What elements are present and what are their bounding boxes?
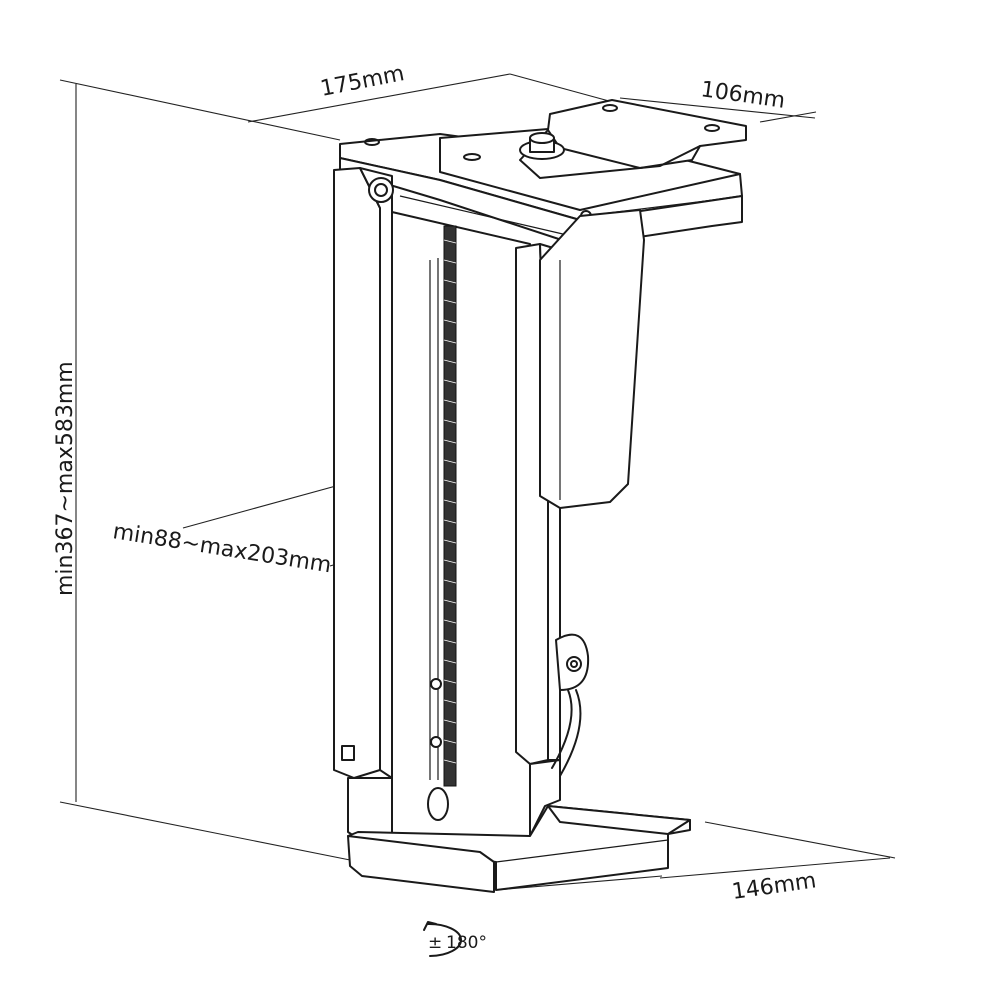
hole-1 [364, 138, 380, 146]
rear-bracket-body [539, 209, 645, 509]
rotation-icon [423, 921, 462, 957]
dim-label-106: 106mm [699, 77, 787, 114]
left-arm-front [333, 167, 381, 779]
side-knob [566, 656, 582, 672]
spring-coils [443, 239, 457, 764]
dim-label-146: 146mm [730, 868, 818, 905]
rotation-angle: 180° [446, 933, 487, 953]
knob-top [529, 132, 555, 144]
back-plate [391, 211, 531, 841]
left-arm-lower [347, 777, 393, 841]
spring-hook [427, 787, 449, 821]
pivot-knob-inner [374, 183, 388, 197]
base-edge [495, 839, 669, 863]
side-cable-1 [551, 689, 573, 769]
dim-label-clamp: min88~max203mm [111, 519, 333, 578]
dim-line-175 [247, 73, 511, 123]
top-mount-plate [339, 99, 747, 247]
dim-ext-146 [659, 857, 891, 879]
dim-ext-height-bottom [59, 801, 351, 861]
rail-slot [399, 195, 581, 239]
spring-column [391, 211, 531, 841]
base-tray [347, 805, 691, 893]
top-plate-upper [439, 127, 741, 211]
side-cable-2 [559, 689, 582, 777]
rotation-arrow-icon [423, 921, 437, 931]
left-vertical-arm [333, 167, 394, 841]
spring [443, 225, 457, 787]
pivot-knob [368, 177, 394, 203]
hole-2 [463, 153, 481, 161]
dim-line-146 [704, 821, 896, 859]
column-screw-2 [430, 736, 442, 748]
dim-label-height: min367~max583mm [53, 361, 78, 596]
rear-bracket [539, 209, 645, 777]
lock-tab [341, 745, 355, 761]
dim-line-106 [619, 97, 816, 119]
base-front-lip [347, 835, 495, 893]
side-knob-inner [570, 660, 578, 668]
hole-3 [602, 104, 618, 112]
dim-ext-175-right [509, 73, 621, 105]
dim-ext-146-base [495, 875, 663, 891]
rotation-sign: ± [428, 933, 442, 953]
dim-ext-106 [759, 111, 817, 123]
base-back-lip [547, 805, 691, 835]
column-screw-1 [430, 678, 442, 690]
rotation-arc-icon [427, 922, 462, 957]
dim-ext-height-top [59, 79, 341, 141]
hole-4 [704, 124, 720, 132]
